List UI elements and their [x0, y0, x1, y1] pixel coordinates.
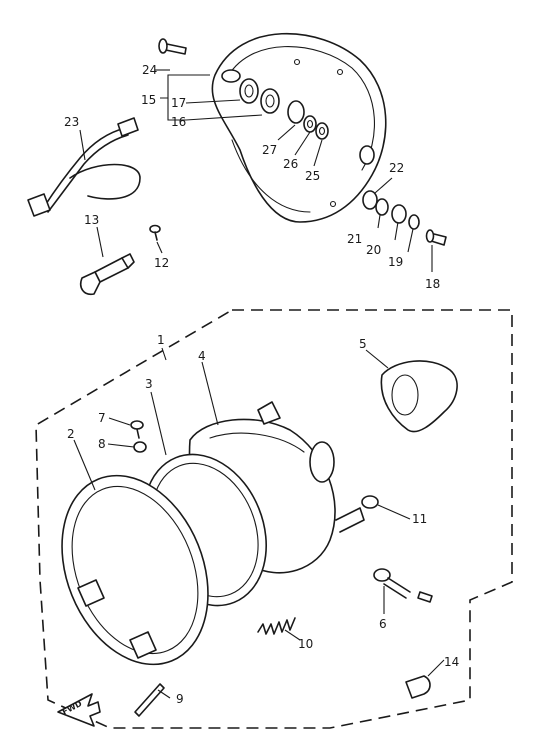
spring-10	[257, 617, 296, 635]
callout-8: 8	[98, 437, 106, 451]
washer-20	[391, 204, 407, 224]
screw-12	[149, 224, 161, 241]
callout-23: 23	[64, 115, 79, 129]
callout-3: 3	[145, 377, 153, 391]
screw-7	[130, 420, 144, 439]
grommet-16	[260, 88, 280, 114]
washer-19	[408, 214, 420, 230]
forward-arrow-icon: FWD	[57, 693, 101, 727]
socket-cover-5	[380, 360, 458, 433]
callout-5: 5	[359, 337, 367, 351]
screw-9	[134, 683, 165, 717]
callout-20: 20	[366, 243, 381, 257]
wire-harness-23	[27, 117, 141, 217]
callout-26: 26	[283, 157, 298, 171]
adjuster-6	[373, 568, 433, 603]
washer-27	[287, 100, 305, 124]
grommet-17	[239, 78, 259, 104]
cap-11	[361, 495, 379, 509]
damper-21	[375, 198, 389, 216]
callout-14: 14	[444, 655, 459, 669]
callout-21: 21	[347, 232, 362, 246]
nut-25	[315, 122, 329, 140]
leader-lines	[73, 69, 445, 699]
callout-17: 17	[171, 96, 186, 110]
callout-7: 7	[98, 411, 106, 425]
callout-9: 9	[176, 692, 184, 706]
callout-1: 1	[157, 333, 165, 347]
bulb-13	[79, 253, 135, 296]
callout-24: 24	[142, 63, 157, 77]
callout-12: 12	[154, 256, 169, 270]
bolt-18	[425, 229, 447, 246]
callout-16: 16	[171, 115, 186, 129]
callout-15: 15	[141, 93, 156, 107]
callout-22: 22	[389, 161, 404, 175]
assembly-1-boundary	[35, 309, 513, 729]
callout-13: 13	[84, 213, 99, 227]
callout-19: 19	[388, 255, 403, 269]
headlight-rim-2	[61, 474, 209, 666]
plug-14	[405, 675, 431, 699]
callout-27: 27	[262, 143, 277, 157]
callout-18: 18	[425, 277, 440, 291]
headlight-case	[211, 32, 387, 223]
nut-8	[133, 441, 147, 453]
callout-10: 10	[298, 637, 313, 651]
collar-22	[362, 190, 378, 210]
bolt-24	[158, 38, 187, 55]
washer-26	[303, 115, 317, 133]
callout-labels: 24 15 17 16 27 26 25 22 21 20 19 18 23 1…	[64, 63, 459, 706]
callout-2: 2	[67, 427, 75, 441]
callout-11: 11	[412, 512, 427, 526]
callout-25: 25	[305, 169, 320, 183]
callout-6: 6	[379, 617, 387, 631]
callout-4: 4	[198, 349, 206, 363]
